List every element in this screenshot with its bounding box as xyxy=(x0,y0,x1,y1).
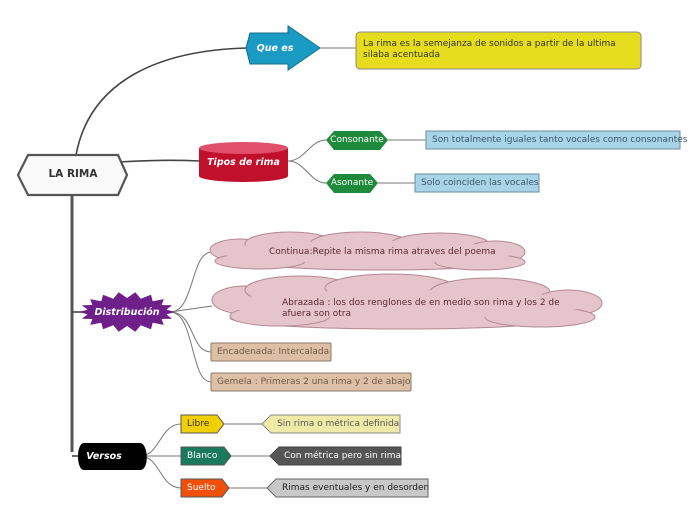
asonante-label: Asonante xyxy=(330,178,374,188)
definition-box[interactable] xyxy=(355,31,642,70)
abrazada-cloud[interactable] xyxy=(211,273,603,330)
connector-tipos xyxy=(119,159,201,163)
encadenada-box[interactable] xyxy=(210,342,332,362)
consonante-node[interactable] xyxy=(326,131,388,150)
sub-connectors xyxy=(139,47,426,489)
consonante-label: Consonante xyxy=(330,135,384,145)
libre-tag[interactable] xyxy=(180,414,225,434)
asonante-detail-box[interactable] xyxy=(414,173,540,193)
blanco-tag[interactable] xyxy=(180,446,232,466)
encadenada-text: Encadenada: Intercalada xyxy=(217,347,330,357)
tipos-node[interactable] xyxy=(199,142,288,182)
versos-label: Versos xyxy=(86,451,122,462)
blanco-detail: Con métrica pero sin rima xyxy=(284,451,402,461)
continua-cloud[interactable] xyxy=(209,231,526,271)
suelto-detail-box[interactable] xyxy=(266,478,429,498)
tipos-label: Tipos de rima xyxy=(207,157,280,168)
root-label: LA RIMA xyxy=(48,168,98,180)
asonante-detail: Solo coinciden las vocales xyxy=(421,178,539,188)
blanco-label: Blanco xyxy=(187,451,218,461)
abrazada-text: Abrazada : los dos renglones de en medio… xyxy=(282,298,560,319)
connectors xyxy=(70,47,249,457)
suelto-detail: Rimas eventuales y en desorden xyxy=(282,483,430,493)
libre-label: Libre xyxy=(187,419,210,429)
blanco-detail-box[interactable] xyxy=(269,446,402,466)
distribucion-label: Distribución xyxy=(94,307,160,318)
suelto-label: Suelto xyxy=(187,483,216,493)
asonante-node[interactable] xyxy=(326,174,378,193)
continua-text: Continua:Repite la misma rima atraves de… xyxy=(269,247,496,257)
suelto-tag[interactable] xyxy=(180,478,230,498)
consonante-detail: Son totalmente iguales tanto vocales com… xyxy=(432,135,688,145)
que-es-label: Que es xyxy=(256,43,294,54)
connector-que-es xyxy=(75,47,249,156)
libre-detail: Sin rima o métrica definida xyxy=(277,419,400,429)
consonante-detail-box[interactable] xyxy=(425,130,681,150)
definition-text: La rima es la semejanza de sonidos a par… xyxy=(363,39,616,60)
gemela-box[interactable] xyxy=(210,372,412,392)
versos-node[interactable] xyxy=(78,443,147,470)
root-node[interactable] xyxy=(16,153,129,197)
gemela-text: Gemela : Primeras 2 una rima y 2 de abaj… xyxy=(217,377,411,387)
libre-detail-box[interactable] xyxy=(261,414,401,434)
que-es-node[interactable] xyxy=(245,25,321,71)
distribucion-node[interactable] xyxy=(79,292,175,332)
